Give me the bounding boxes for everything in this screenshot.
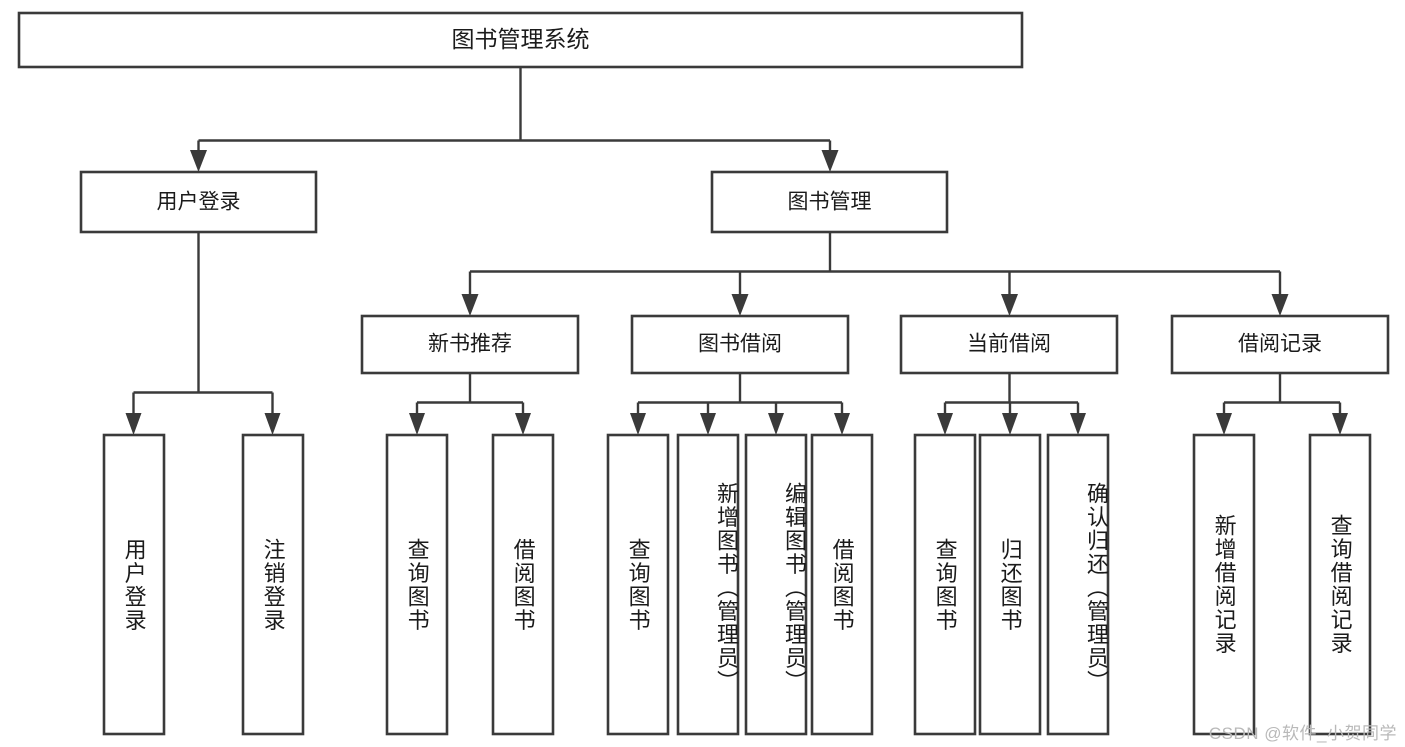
node-user-login[interactable]: 用户登录 [79,170,318,234]
leaf-box-bb-query[interactable] [606,433,670,736]
user-login-label: 用户登录 [157,191,241,214]
arrow-borrowrecord [1271,294,1289,316]
borrow-record-label: 借阅记录 [1238,333,1322,356]
arrow-leaf-bb-add [700,413,716,435]
leaf-box-cb-confirm[interactable] [1046,433,1110,736]
node-root[interactable]: 图书管理系统 [17,11,1024,69]
arrow-leaf-cb-confirm [1070,413,1086,435]
user-login-box[interactable] [79,170,318,234]
arrow-leaf-logout [264,413,281,435]
book-management-label: 图书管理 [788,191,872,214]
edges-currentborrow-to-leaves [937,373,1086,435]
arrow-leaf-bb-edit [768,413,784,435]
arrow-leaf-br-query [1332,413,1348,435]
root-label: 图书管理系统 [452,26,590,52]
edges-bookborrow-to-leaves [630,373,850,435]
edges-bookmgmt-to-level3 [461,232,1289,316]
arrow-leaf-user-login [125,413,142,435]
node-new-book-recommend[interactable]: 新书推荐 [360,314,580,375]
leaf-box-newbook-borrow[interactable] [491,433,555,736]
leaf-box-cb-return[interactable] [978,433,1042,736]
arrow-leaf-cb-return [1002,413,1018,435]
node-current-borrow[interactable]: 当前借阅 [899,314,1119,375]
root-box[interactable] [17,11,1024,69]
edges-root-to-level2 [190,67,839,172]
arrow-leaf-bb-query [630,413,646,435]
arrow-leaf-newbook-borrow [515,413,531,435]
leaf-box-bb-add[interactable] [676,433,740,736]
leaf-box-bb-borrow[interactable] [810,433,874,736]
leaf-box-user-login[interactable] [102,433,166,736]
current-borrow-label: 当前借阅 [967,333,1051,356]
arrow-book-mgmt [821,150,839,172]
edges-newbook-to-leaves [409,373,531,435]
new-book-recommend-box[interactable] [360,314,580,375]
leaf-box-newbook-query[interactable] [385,433,449,736]
arrow-newbook [461,294,479,316]
edges-borrowrecord-to-leaves [1216,373,1348,435]
arrow-leaf-bb-borrow [834,413,850,435]
arrow-leaf-br-add [1216,413,1232,435]
arrow-leaf-newbook-query [409,413,425,435]
leaf-box-bb-edit[interactable] [744,433,808,736]
book-borrow-label: 图书借阅 [698,333,782,356]
book-management-box[interactable] [710,170,949,234]
node-borrow-record[interactable]: 借阅记录 [1170,314,1390,375]
node-book-management[interactable]: 图书管理 [710,170,949,234]
leaf-box-br-add[interactable] [1192,433,1256,736]
arrow-bookborrow [731,294,749,316]
arrow-currentborrow [1001,294,1018,316]
current-borrow-box[interactable] [899,314,1119,375]
leaf-box-br-query[interactable] [1308,433,1372,736]
watermark-label: CSDN @软件_小贺同学 [1208,724,1397,743]
arrow-user-login [190,150,207,172]
leaf-box-logout[interactable] [241,433,305,736]
borrow-record-box[interactable] [1170,314,1390,375]
book-borrow-box[interactable] [630,314,850,375]
edges-userlogin-to-leaves [125,232,281,435]
node-book-borrow[interactable]: 图书借阅 [630,314,850,375]
new-book-recommend-label: 新书推荐 [428,333,512,356]
arrow-leaf-cb-query [937,413,953,435]
leaf-box-cb-query[interactable] [913,433,977,736]
